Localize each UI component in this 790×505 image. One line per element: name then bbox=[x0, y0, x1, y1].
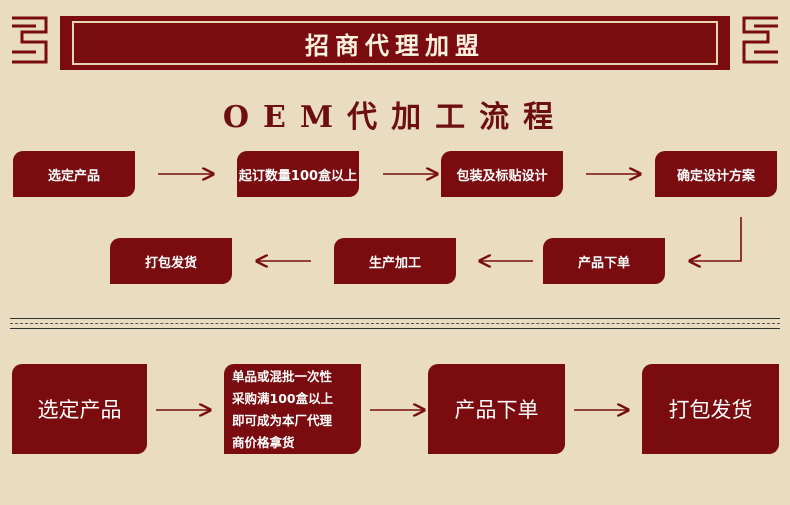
oem-step-7: 打包发货 bbox=[110, 238, 232, 284]
section-divider-dashed bbox=[10, 323, 780, 324]
section-divider-top bbox=[10, 318, 780, 319]
oem-step-6: 生产加工 bbox=[334, 238, 456, 284]
oem-step-2: 起订数量100盒以上 bbox=[237, 151, 359, 197]
section-divider-bottom bbox=[10, 328, 780, 329]
agency-step-2-line-2: 采购满100盒以上 bbox=[232, 391, 334, 406]
arrow-turn-down-left-icon bbox=[690, 217, 742, 261]
header-title: 招商代理加盟 bbox=[305, 31, 485, 60]
agency-step-1: 选定产品 bbox=[12, 364, 147, 454]
oem-step-3: 包装及标贴设计 bbox=[441, 151, 563, 197]
header-banner: 招商代理加盟 bbox=[60, 16, 730, 70]
oem-step-1: 选定产品 bbox=[13, 151, 135, 197]
corner-ornament-left bbox=[12, 16, 48, 64]
agency-step-2-line-1: 单品或混批一次性 bbox=[232, 369, 333, 384]
oem-step-5: 产品下单 bbox=[543, 238, 665, 284]
corner-ornament-right bbox=[742, 16, 778, 64]
agency-step-2-line-4: 商价格拿货 bbox=[232, 435, 295, 450]
oem-step-4: 确定设计方案 bbox=[655, 151, 777, 197]
agency-step-4: 打包发货 bbox=[642, 364, 779, 454]
agency-step-2-line-3: 即可成为本厂代理 bbox=[232, 413, 333, 428]
agency-step-2: 单品或混批一次性 采购满100盒以上 即可成为本厂代理 商价格拿货 bbox=[224, 364, 361, 454]
oem-section-title: OEM代加工流程 bbox=[222, 100, 568, 135]
header-banner-frame: 招商代理加盟 bbox=[72, 21, 718, 65]
agency-step-3: 产品下单 bbox=[428, 364, 565, 454]
